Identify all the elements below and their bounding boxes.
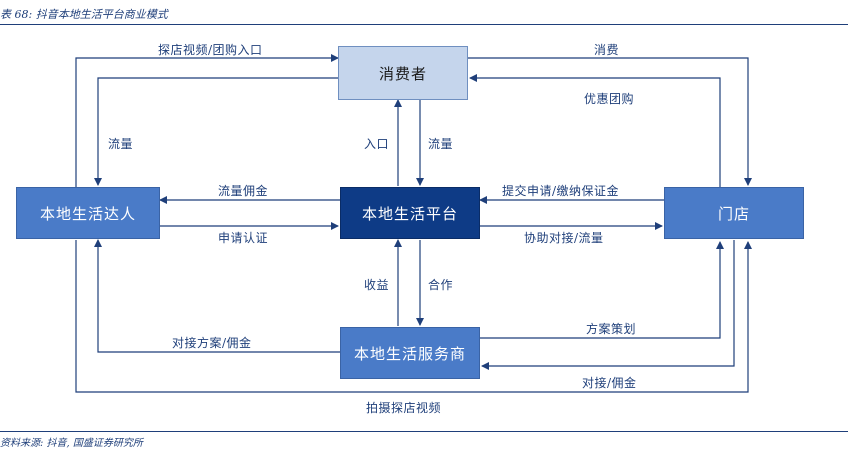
- label-talent-platform: 申请认证: [218, 231, 269, 245]
- edge-provider-store-plan: [480, 241, 724, 339]
- edge-talent-store: [75, 240, 752, 393]
- figure-caption: 表 68: 抖音本地生活平台商业模式: [0, 8, 168, 21]
- node-talent: 本地生活达人: [16, 187, 160, 239]
- edge-consumer-store: [468, 57, 752, 186]
- label-platform-consumer: 入口: [364, 137, 390, 151]
- source-rule: [0, 431, 848, 432]
- node-consumer: 消费者: [338, 46, 468, 100]
- label-consumer-platform: 流量: [428, 137, 454, 151]
- label-store-provider: 对接/佣金: [582, 376, 637, 390]
- label-platform-talent: 流量佣金: [218, 184, 269, 198]
- label-provider-store-plan: 方案策划: [586, 322, 637, 336]
- label-platform-store: 协助对接/流量: [524, 231, 604, 245]
- label-talent-store: 拍摄探店视频: [366, 401, 442, 415]
- label-consumer-store: 消费: [594, 43, 620, 57]
- label-store-platform: 提交申请/缴纳保证金: [502, 184, 620, 198]
- label-talent-consumer: 探店视频/团购入口: [158, 43, 263, 57]
- edge-store-provider: [481, 240, 735, 370]
- caption-rule: [0, 24, 848, 25]
- label-provider-platform: 收益: [364, 278, 390, 292]
- label-provider-talent: 对接方案/佣金: [172, 336, 252, 350]
- node-platform: 本地生活平台: [340, 187, 480, 239]
- edge-talent-consumer: [75, 54, 339, 187]
- node-provider: 本地生活服务商: [340, 327, 480, 379]
- edge-provider-talent: [94, 239, 340, 353]
- label-store-consumer: 优惠团购: [584, 92, 635, 106]
- source-note: 资料来源: 抖音, 国盛证券研究所: [0, 438, 143, 449]
- edge-store-consumer: [469, 74, 721, 187]
- node-store: 门店: [664, 187, 804, 239]
- edge-consumer-talent: [94, 77, 338, 186]
- label-consumer-talent: 流量: [108, 137, 134, 151]
- label-platform-provider: 合作: [428, 278, 454, 292]
